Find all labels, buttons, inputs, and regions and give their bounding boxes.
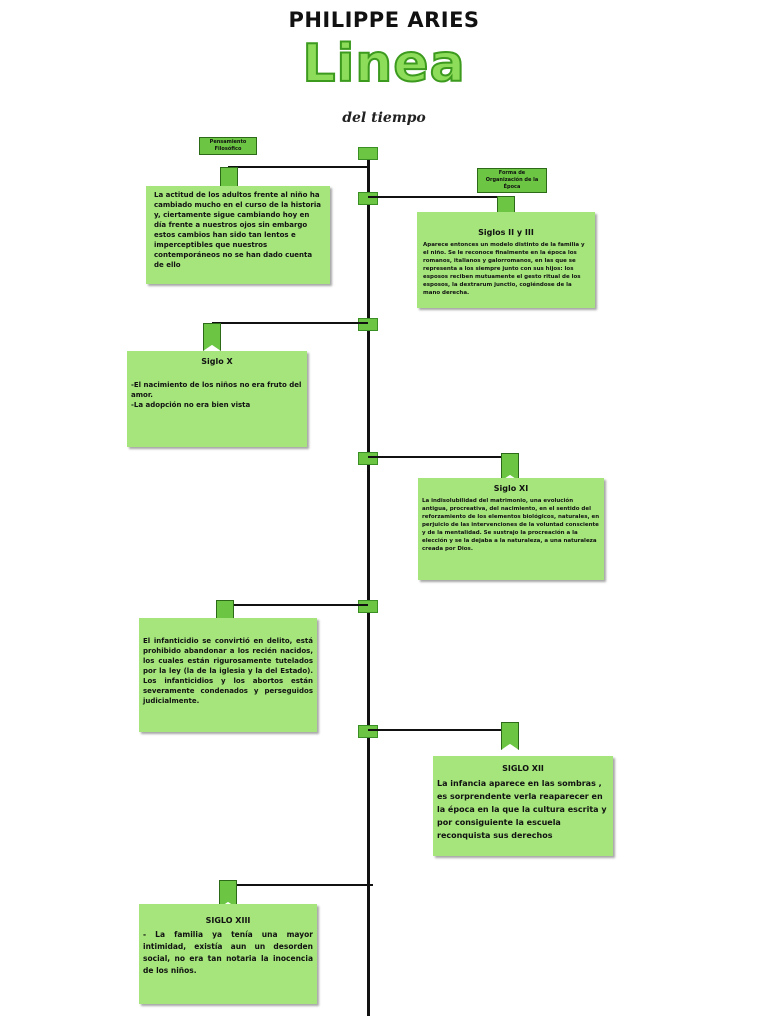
timeline-event-card: SIGLO XII La infancia aparece en las som… [433,756,613,856]
page-title: Linea [301,34,466,94]
timeline-spine [367,156,370,1016]
event-text: -El nacimiento de los niños no era fruto… [131,381,302,409]
event-heading: Siglo XI [493,484,529,493]
timeline-marker [358,192,378,205]
timeline-marker [358,318,378,331]
connector-line [228,884,373,886]
event-heading: SIGLO XIII [205,916,251,925]
bookmark-flag-icon [203,323,221,351]
page-subtitle: del tiempo [342,110,426,126]
author-name: PHILIPPE ARIES [288,8,480,32]
connector-line [368,456,510,458]
event-text: La actitud de los adultos frente al niño… [154,191,321,269]
bookmark-flag-icon [501,453,519,481]
event-text: - La familia ya tenía una mayor intimida… [143,930,313,975]
event-text: Aparece entonces un modelo distinto de l… [423,242,585,296]
timeline-event-card: El infanticidio se convirtió en delito, … [139,618,317,732]
connector-line [228,166,368,168]
event-heading: Siglo X [201,357,233,366]
timeline-event-card: La actitud de los adultos frente al niño… [146,186,330,284]
connector-line [212,322,368,324]
tag-pensamiento-filosofico: Pensamiento Filosófico [199,137,257,155]
timeline-event-card: Siglo X -El nacimiento de los niños no e… [127,351,307,447]
timeline-start-marker [358,147,378,160]
connector-line [368,196,508,198]
timeline-event-card: SIGLO XIII - La familia ya tenía una may… [139,904,317,1004]
bookmark-flag-icon [501,722,519,750]
event-text: El infanticidio se convirtió en delito, … [143,637,313,705]
connector-line [225,604,368,606]
timeline-event-card: Siglos II y III Aparece entonces un mode… [417,212,595,308]
timeline-marker [358,725,378,738]
event-heading: Siglos II y III [478,228,534,237]
timeline-marker [358,452,378,465]
event-text: La indisolubilidad del matrimonio, una e… [422,498,600,552]
event-heading: SIGLO XII [502,764,544,773]
tag-forma-organizacion: Forma de Organización de la Época [477,168,547,193]
timeline-marker [358,600,378,613]
timeline-event-card: Siglo XI La indisolubilidad del matrimon… [418,478,604,580]
event-text: La infancia aparece en las sombras , es … [437,779,607,840]
connector-line [368,729,510,731]
